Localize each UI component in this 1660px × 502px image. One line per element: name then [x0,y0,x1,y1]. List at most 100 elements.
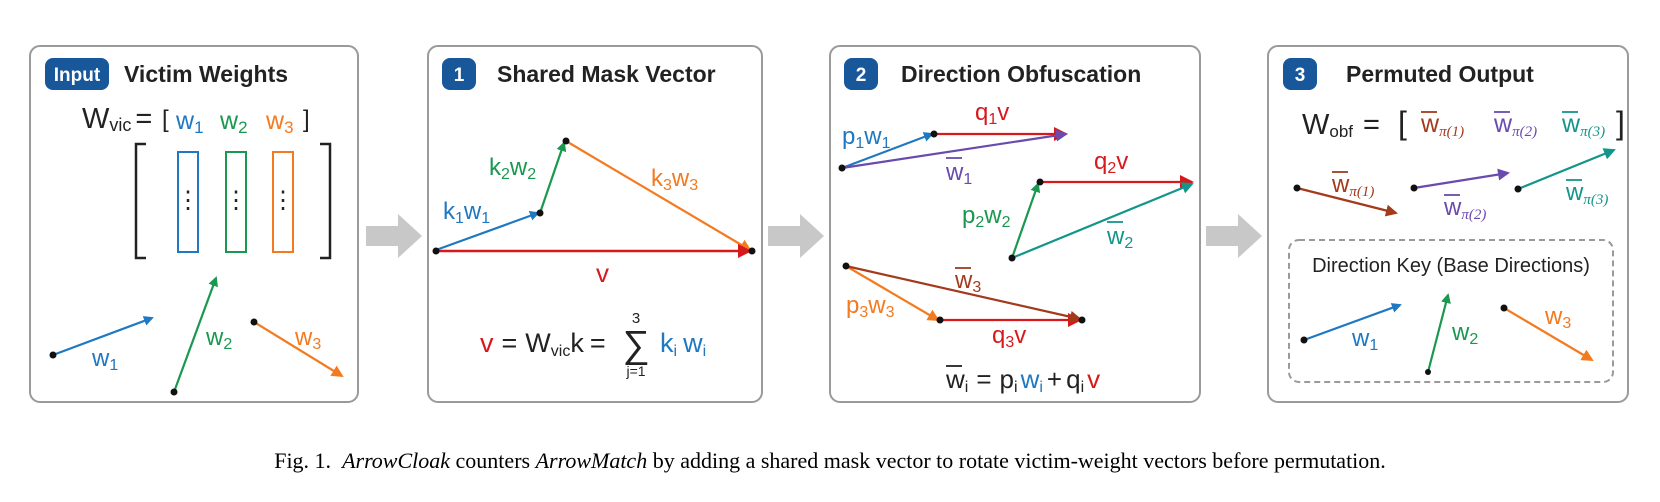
svg-text:p3w3: p3w3 [846,292,895,321]
arrow-p1w1 [841,132,934,170]
key-label-w1: w [1351,325,1370,352]
svg-text:p1w1: p1w1 [842,123,891,152]
arrow-w3 [253,321,344,378]
formula2-p: p [1000,364,1014,394]
column-w1 [177,151,199,253]
q2v-qs: 2 [1107,160,1116,177]
label-w3: w [294,324,313,351]
arrow-w1 [52,316,154,357]
formula2-q: q [1066,364,1080,394]
arrow-wpi2 [1413,168,1510,190]
q3v-qs: 3 [1005,334,1014,351]
formula1-eq2: = [590,328,606,358]
p2w2-p: p [962,202,975,229]
formula2-plus: + [1047,364,1062,394]
badge-1-label: 1 [454,65,465,86]
arrow-p3w3 [845,265,940,322]
g3-origin [842,262,850,270]
wvic-w3: w [265,107,285,135]
caption-arrowcloak: ArrowCloak [342,448,451,473]
wobf-eq: = [1363,109,1380,141]
q1v-q: q [975,99,988,126]
wbar1-ws: 1 [963,171,972,188]
k1w1-k: k [443,198,456,225]
formula1-W: W [525,328,551,358]
svg-text:q1v: q1v [975,99,1009,128]
flow-arrow-2 [768,214,824,258]
flow-arrow-3 [1206,214,1262,258]
panel-input: Input Victim Weights Wvic= [ w1 w2 w3 ] … [29,45,359,403]
caption-arrowmatch: ArrowMatch [535,448,648,473]
wpi1-sub: π(1) [1349,184,1374,200]
wpi3-origin [1514,185,1522,193]
matrix-left-bracket [134,142,146,260]
p2w2-ws: 2 [1002,214,1011,231]
wpi3-sub: π(3) [1583,192,1608,208]
formula1-sigma: ∑ [622,324,649,366]
svg-text:w3: w3 [294,324,321,353]
key-arrow-w1 [1303,303,1402,342]
badge-input-label: Input [54,65,101,86]
svg-text:q3v: q3v [992,322,1026,351]
k3w3-ks: 3 [663,177,672,194]
svg-text:v=Wvick=: v=Wvick= [480,328,606,360]
p1w1-w: w [863,123,882,150]
arrow-wpi3 [1517,148,1616,191]
p3w3-ps: 3 [859,304,868,321]
arrow-wbar1 [841,129,1068,170]
wvic-w2-sub: 2 [238,118,247,137]
formula2-eq: = [976,364,991,394]
wobf-item1-sub: π(1) [1439,124,1464,140]
badge-3-label: 3 [1295,65,1306,86]
k2w2-ws: 2 [527,166,536,183]
svg-text:w1: w1 [175,107,204,137]
column-w3 [272,151,294,253]
svg-text:w3: w3 [1544,303,1571,332]
badge-2-label: 2 [856,65,867,86]
wpi2-origin [1410,184,1418,192]
k2w2-ks: 2 [501,166,510,183]
key-label-w3: w [1544,303,1563,330]
p3w3-ws: 3 [886,304,895,321]
arrow-k3w3 [565,140,752,252]
svg-text:w2: w2 [219,107,248,137]
wobf-item3-sub: π(3) [1580,124,1605,140]
wpi2-w: w [1443,194,1462,221]
svg-text:w3: w3 [265,107,294,137]
wvic-open-bracket: [ [162,106,169,133]
key-w2-origin [1425,369,1431,375]
k3w3-k: k [651,165,664,192]
wbar3-w: w [954,267,973,294]
svg-text:w3: w3 [954,267,981,296]
wvic-W: W [82,103,110,135]
arrow-wbar2 [1011,182,1194,260]
k1w1-ks: 1 [455,210,464,227]
arrow-w2-origin [170,388,178,396]
svg-text:k3w3: k3w3 [651,165,698,194]
badge-input [45,58,109,90]
badge-1 [442,58,476,90]
wpi1-origin [1293,184,1301,192]
label-w2: w [205,324,224,351]
wvic-w3-sub: 3 [284,118,293,137]
svg-text:w1: w1 [945,159,972,188]
direction-key-box [1288,239,1614,383]
svg-text:k1w1: k1w1 [443,198,490,227]
arrow-w1-origin [49,351,57,359]
p2w2-w: w [983,202,1002,229]
point-b [562,137,570,145]
p1w1-p: p [842,123,855,150]
label-w2-sub: 2 [223,336,232,353]
svg-text:Wobf=: Wobf= [1302,109,1380,141]
g2-mid [1036,178,1044,186]
formula2-q-sub: i [1081,379,1085,396]
wpi3-w: w [1565,179,1584,206]
wobf-item3-w: w [1561,110,1581,138]
k2w2-w: w [509,154,528,181]
g3-mid [936,316,944,324]
wobf-W: W [1302,109,1330,141]
arrow-wpi1 [1296,186,1398,217]
key-label-w2: w [1451,319,1470,346]
svg-text:k2w2: k2w2 [489,154,536,183]
